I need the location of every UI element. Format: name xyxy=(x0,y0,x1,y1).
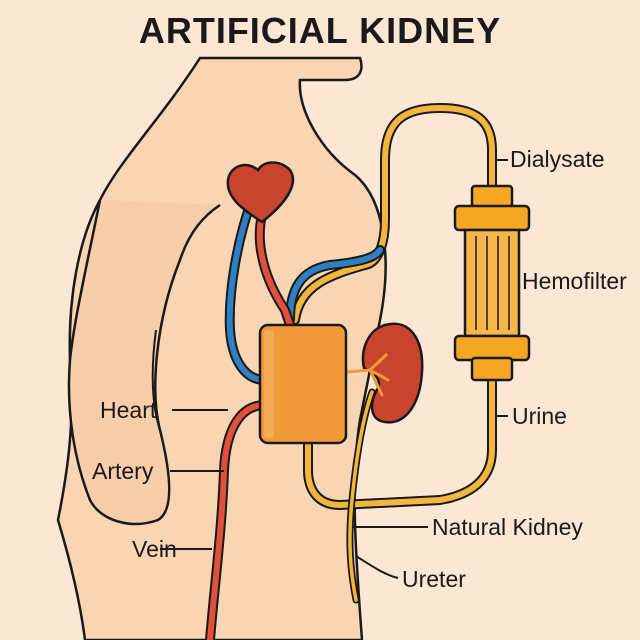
heart-icon xyxy=(226,161,295,224)
diagram-title: ARTIFICIAL KIDNEY xyxy=(138,10,502,51)
artificial-kidney-device xyxy=(258,323,348,445)
label-natural-kidney: Natural Kidney xyxy=(432,514,583,540)
label-heart: Heart xyxy=(100,397,157,423)
natural-kidney-icon xyxy=(361,322,424,424)
label-ureter: Ureter xyxy=(402,566,466,592)
label-dialysate: Dialysate xyxy=(510,146,605,172)
label-artery: Artery xyxy=(92,458,154,484)
label-urine: Urine xyxy=(512,403,567,429)
label-hemofilter: Hemofilter xyxy=(522,268,627,294)
label-vein: Vein xyxy=(132,536,177,562)
hemofilter-icon xyxy=(453,184,531,382)
arm xyxy=(67,199,221,526)
leader-ureter xyxy=(355,555,399,579)
